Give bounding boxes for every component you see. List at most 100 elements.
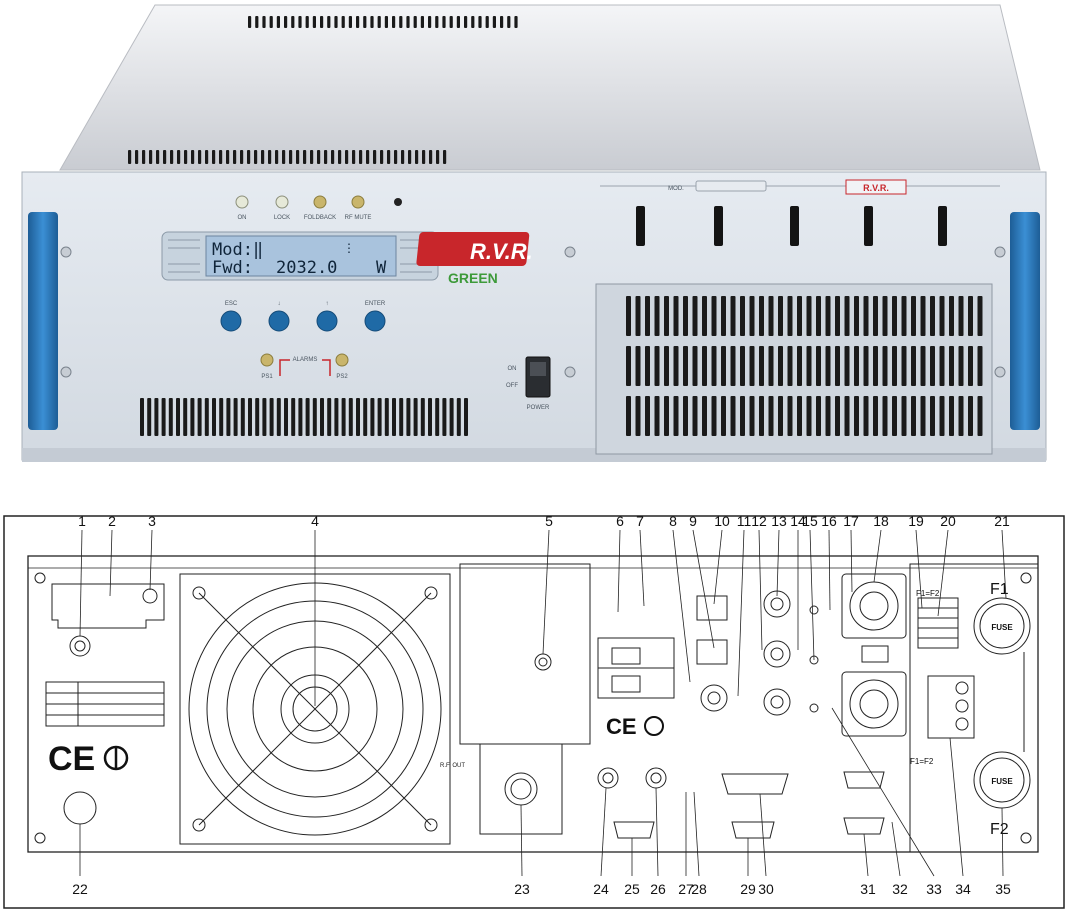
top-vent-slot (269, 16, 273, 28)
grille-slot (692, 296, 698, 336)
grille-slot (816, 296, 821, 336)
top-vent-slot (142, 150, 146, 164)
alarm-leds: ALARMS PS1 PS2 (260, 353, 349, 380)
grille-slot (702, 346, 707, 386)
top-vent-slot (359, 150, 363, 164)
callout-number: 3 (148, 513, 156, 529)
grille-slot (711, 396, 717, 436)
front-vent-slot (161, 398, 166, 436)
front-vent-slot (248, 398, 252, 436)
grille-slot (911, 396, 916, 436)
front-vent-slot (370, 398, 375, 436)
top-vent-slot (377, 16, 381, 28)
lcd-line-1: Mod:‖ (212, 240, 263, 260)
grille-slot (740, 296, 745, 336)
top-vent-slot (128, 150, 132, 164)
callout-leader (809, 529, 815, 661)
f1f2-top-label: F1=F2 (916, 589, 940, 598)
grille-slot (645, 346, 650, 386)
front-keys: ESC ↓ ↑ ENTER (220, 301, 386, 332)
grille-slot (977, 296, 983, 336)
grille-slot (977, 396, 983, 436)
top-vent-slot (422, 150, 426, 164)
top-vent-slot (366, 150, 370, 164)
front-vent-slot (464, 398, 468, 436)
callout-number: 12 (751, 513, 767, 529)
callout-leader (759, 793, 767, 877)
grille-slot (920, 346, 926, 386)
callout-number: 19 (908, 513, 924, 529)
grille-slot (635, 396, 641, 436)
grille-slot (977, 346, 983, 386)
callout-leader (863, 833, 869, 877)
top-vent-slot (478, 16, 482, 28)
callout-number: 20 (940, 513, 956, 529)
grille-slot (854, 346, 859, 386)
top-vent-slot (284, 16, 288, 28)
grille-slot (673, 346, 679, 386)
top-vent-slot (413, 16, 417, 28)
front-vent-slot (363, 398, 368, 436)
front-vent-slot (406, 398, 411, 436)
top-vent-slot (135, 150, 139, 164)
callout-number: 27 (678, 881, 694, 897)
top-vent-slot (248, 16, 252, 28)
grille-slot (768, 396, 774, 436)
top-vent-slot (262, 16, 266, 28)
grille-slot (730, 396, 736, 436)
lcd-line-2-unit: W (376, 258, 387, 278)
indicator-label-on: ON (238, 215, 247, 221)
ce-mark: CE (48, 740, 95, 778)
grille-slot (825, 296, 831, 336)
top-vent-slot (205, 150, 209, 164)
front-vent-slot (140, 398, 144, 436)
grille-slot (958, 346, 964, 386)
grille-slot (863, 346, 869, 386)
grille-slot (920, 396, 926, 436)
svg-text:⋮: ⋮ (343, 241, 355, 255)
callout-number: 28 (691, 881, 707, 897)
top-vent-slot (275, 150, 279, 164)
top-vent-slot (392, 16, 396, 28)
key-up (316, 310, 338, 332)
grille-slot (759, 396, 764, 436)
right-handle (1010, 212, 1040, 430)
front-vent-slot (399, 398, 404, 436)
grille-slot (882, 396, 888, 436)
front-vent-slot (269, 398, 274, 436)
grille-slot (787, 346, 793, 386)
callout-leader (758, 529, 763, 651)
front-vent-slot (176, 398, 180, 436)
front-vent-slot (262, 398, 267, 436)
callout-leader (850, 529, 853, 593)
callout-leader (600, 787, 607, 877)
lcd-line-2-label: Fwd: (212, 258, 253, 278)
front-vent-slot (320, 398, 324, 436)
front-vent-slot (341, 398, 346, 436)
callout-number: 1 (78, 513, 86, 529)
top-vent-slot (149, 150, 153, 164)
callout-leader (693, 791, 700, 877)
power-switch: ON OFF POWER (506, 356, 551, 411)
alarm-ps1: PS1 (261, 374, 273, 380)
callout-number: 24 (593, 881, 609, 897)
top-vent-slot (341, 16, 345, 28)
top-vent-slot (373, 150, 377, 164)
grille-slot (930, 296, 935, 336)
grille-slot (882, 296, 888, 336)
grille-slot (892, 396, 897, 436)
grille-slot (939, 396, 945, 436)
grille-slot (673, 296, 679, 336)
front-vent-slot (377, 398, 382, 436)
grille-slot (787, 396, 793, 436)
key-label-esc: ESC (225, 301, 238, 307)
top-vent-slot (514, 16, 518, 28)
grille-slot (759, 296, 764, 336)
top-vent-slot (289, 150, 293, 164)
top-vent-slot (334, 16, 338, 28)
top-vent-slot (298, 16, 302, 28)
callout-number: 32 (892, 881, 908, 897)
led-foldback (313, 195, 327, 209)
top-vent-slot (338, 150, 342, 164)
callout-number: 15 (802, 513, 818, 529)
